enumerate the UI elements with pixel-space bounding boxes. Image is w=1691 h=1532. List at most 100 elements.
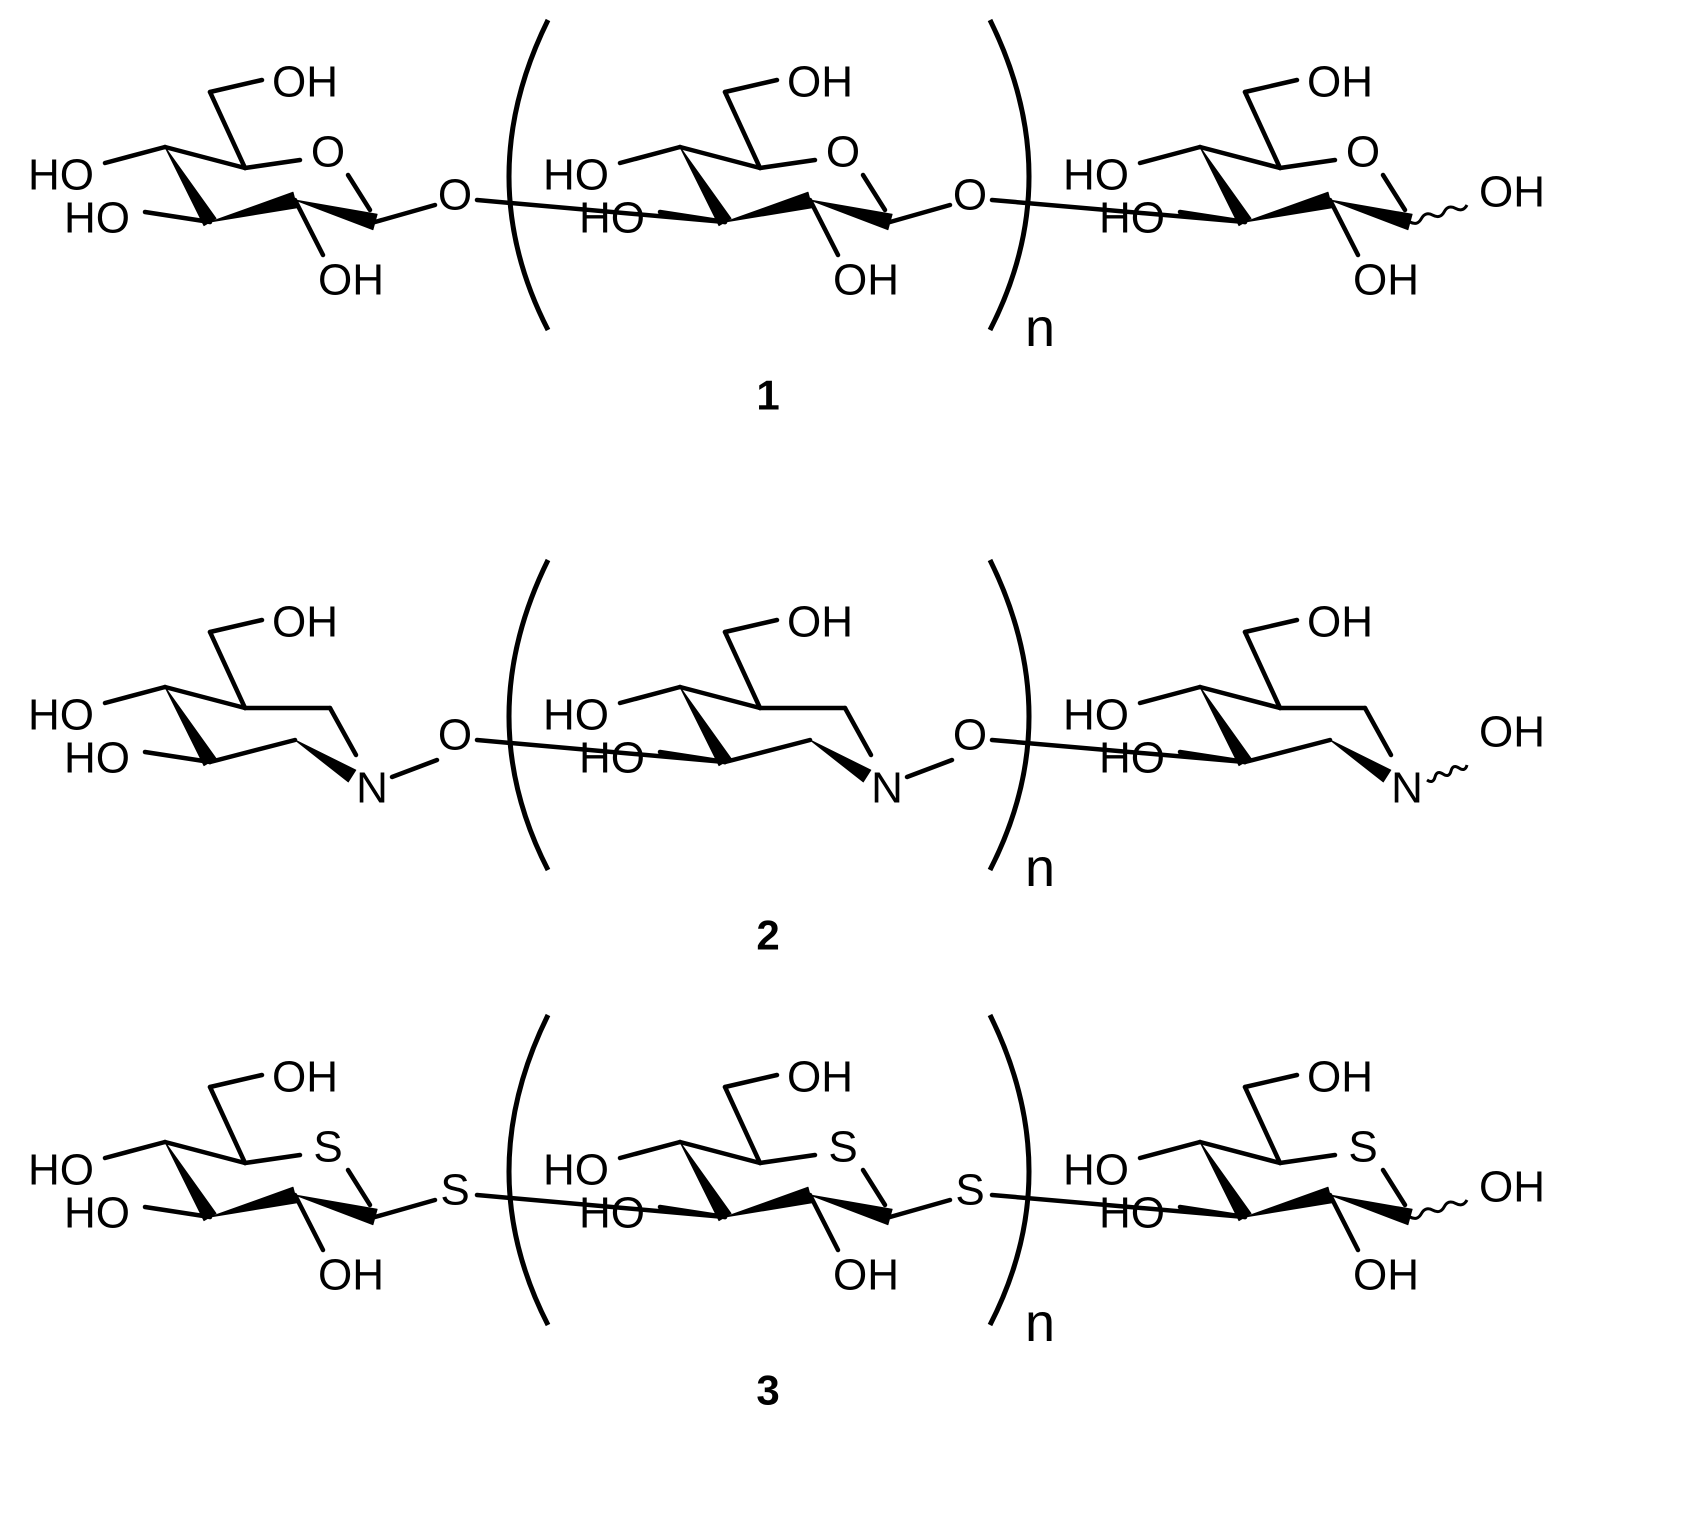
compound-3-glycosidic-bond-2 — [989, 1192, 1248, 1220]
compound-3-unit-1-c6-o6-bond — [207, 1072, 265, 1090]
compound-3-unit-3-c6-o6-bond — [1242, 1072, 1300, 1090]
compound-1-unit-2-c2-o2-bond — [807, 197, 841, 258]
compound-2-unit-3-c3-c2-bond — [1242, 737, 1333, 765]
compound-3-unit-1-ho-3: HO — [64, 1189, 130, 1238]
compound-2-number: 2 — [756, 912, 779, 959]
compound-3-unit-3-c3-c2-wedge — [1244, 1186, 1333, 1218]
compound-2-unit-2-ho-4: HO — [543, 691, 609, 740]
compound-1-unit-3-c5-ring-hetero-bond — [1277, 157, 1338, 171]
compound-1-subscript-n: n — [1025, 298, 1055, 358]
compound-1-unit-3-c2-o2-bond — [1327, 197, 1361, 258]
compound-3-right-bracket — [987, 1013, 1032, 1327]
compound-2-unit-3-c6a-n-bond — [1362, 705, 1394, 758]
compound-1-unit-3-c4-o4-bond — [1137, 144, 1203, 166]
compound-2-terminal-oh: OH — [1479, 708, 1545, 757]
compound-1-unit-1-ring-hetero-c1-bond — [345, 172, 373, 213]
compound-3-unit-1-ring-hetero-c1-bond — [345, 1167, 373, 1208]
compound-1-terminal-oh: OH — [1479, 168, 1545, 217]
compound-2-unit-1-ho-4: HO — [28, 691, 94, 740]
compound-3-linker-2: S — [955, 1166, 984, 1215]
compound-3-unit-3-c5-c6-bond — [1242, 1084, 1283, 1166]
compound-2-unit-1-c6-o6-bond — [207, 617, 265, 635]
compound-2-unit-3-c5-c6-bond — [1242, 629, 1283, 711]
compound-3-unit-3-c5-ring-hetero-bond — [1277, 1152, 1338, 1166]
compound-1-number: 1 — [756, 372, 779, 419]
compound-3-unit-3-ring-hetero-c1-bond — [1380, 1167, 1408, 1208]
compound-1-unit-2-c6-o6-bond — [722, 77, 780, 95]
compound-1-unit-2-ho-4: HO — [543, 151, 609, 200]
compound-1-unit-2-oh-6: OH — [787, 58, 853, 107]
compound-1-unit-3-c4-c5-bond — [1197, 144, 1283, 171]
compound-2-unit-2-oh-6: OH — [787, 598, 853, 647]
compound-1-unit-2-c3-c2-wedge — [724, 191, 813, 223]
compound-1-glycosidic-bond-2 — [989, 197, 1248, 225]
compound-2-glycosidic-bond-2 — [989, 737, 1248, 765]
compound-1-right-bracket — [987, 18, 1032, 332]
compound-1-unit-1-c3-c2-wedge — [209, 191, 298, 223]
compound-3-left-bracket — [506, 1013, 551, 1327]
compound-3-unit-1-oh-2: OH — [318, 1251, 384, 1300]
compound-1-linker-2: O — [953, 171, 987, 220]
compound-1-unit-1-ring-hetero: O — [311, 128, 345, 177]
compound-2-unit-3-c2-n-wedge — [1329, 739, 1392, 783]
compound-1-unit-1-c5-c6-bond — [207, 89, 248, 171]
compound-2-unit-1-c6a-n-bond — [327, 705, 359, 758]
compound-2-unit-2-ho-3: HO — [579, 734, 645, 783]
compound-1-unit-1-c5-ring-hetero-bond — [242, 157, 303, 171]
compound-2-unit-2-c2-n-wedge — [809, 739, 872, 783]
compound-3-unit-2-oh-6: OH — [787, 1053, 853, 1102]
compound-1-linker-1: O — [438, 171, 472, 220]
compound-1-unit-2-c5-ring-hetero-bond — [757, 157, 818, 171]
compound-1-glycosidic-bond-1 — [474, 197, 728, 225]
compound-2-unit-1-oh-6: OH — [272, 598, 338, 647]
compound-2-unit-3-c4-c5-bond — [1197, 684, 1283, 711]
compound-1-unit-1-c2-o2-bond — [292, 197, 326, 258]
compound-3-unit-3-c4-o4-bond — [1137, 1139, 1203, 1161]
compound-3-c1-linker-bond-2 — [887, 1197, 953, 1220]
compound-3-c1-linker-bond-1 — [372, 1197, 438, 1220]
compound-3-terminal-oh: OH — [1479, 1163, 1545, 1212]
compound-2-unit-1-c5-c6-bond — [207, 629, 248, 711]
compound-1-unit-3-c5-c6-bond — [1242, 89, 1283, 171]
compound-2-unit-3-oh-6: OH — [1307, 598, 1373, 647]
compound-2-unit-1-c4-o4-bond — [102, 684, 168, 706]
compound-1-unit-2-c5-c6-bond — [722, 89, 763, 171]
compound-1-unit-1-ho-4: HO — [28, 151, 94, 200]
compound-3-unit-1-oh-6: OH — [272, 1053, 338, 1102]
compound-1-unit-3-ho-3: HO — [1099, 194, 1165, 243]
compound-2-unit-2-c4-c5-bond — [677, 684, 763, 711]
compound-3-unit-3-c2-o2-bond — [1327, 1192, 1361, 1253]
compound-1-unit-2-oh-2: OH — [833, 256, 899, 305]
compound-1-c1-linker-bond-1 — [372, 202, 438, 225]
compound-2-unit-1-ho-3: HO — [64, 734, 130, 783]
compound-2-unit-2-c3-c2-bond — [722, 737, 813, 765]
compound-2-unit-1-c3-c2-bond — [207, 737, 298, 765]
compound-3-unit-1-c3-c2-wedge — [209, 1186, 298, 1218]
compound-3-unit-3-c4-c5-bond — [1197, 1139, 1283, 1166]
compound-3-number: 3 — [756, 1367, 779, 1414]
compound-1-unit-3-oh-6: OH — [1307, 58, 1373, 107]
compound-1-unit-1-oh-6: OH — [272, 58, 338, 107]
compound-3-unit-3-ring-hetero: S — [1348, 1123, 1377, 1172]
compound-2-left-bracket — [506, 558, 551, 872]
compound-1-unit-2-c4-c5-bond — [677, 144, 763, 171]
compound-3-unit-1-ho-4: HO — [28, 1146, 94, 1195]
compound-3-unit-1-ring-hetero: S — [313, 1123, 342, 1172]
compound-2-terminal-wavy-bond — [1426, 764, 1469, 783]
compound-1-unit-3-ho-4: HO — [1063, 151, 1129, 200]
compound-3-unit-2-ho-4: HO — [543, 1146, 609, 1195]
compound-2-linker-2: O — [953, 711, 987, 760]
compound-3-terminal-wavy-bond — [1409, 1199, 1469, 1220]
compound-1-left-bracket — [506, 18, 551, 332]
compound-2-unit-2-c6-o6-bond — [722, 617, 780, 635]
compound-1-unit-2-ring-hetero-c1-bond — [860, 172, 888, 213]
compound-1-unit-1-c3-o3-bond — [142, 209, 213, 225]
compound-1-unit-1-c4-c5-bond — [162, 144, 248, 171]
compound-2-unit-3-c4-o4-bond — [1137, 684, 1203, 706]
compound-2-subscript-n: n — [1025, 838, 1055, 898]
compound-3-unit-2-ho-3: HO — [579, 1189, 645, 1238]
compound-3-unit-1-c4-c5-bond — [162, 1139, 248, 1166]
compound-2-unit-2-c4-o4-bond — [617, 684, 683, 706]
compound-1-unit-1-c6-o6-bond — [207, 77, 265, 95]
